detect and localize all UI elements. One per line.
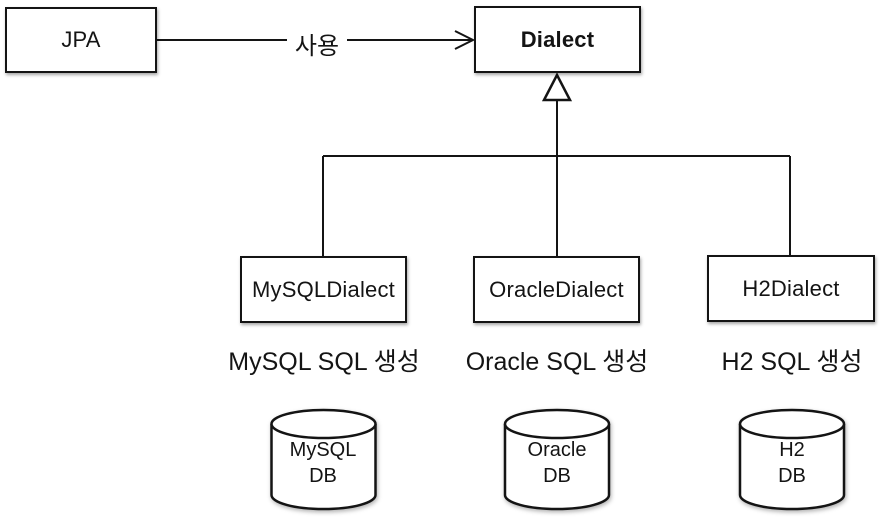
use-arrow xyxy=(157,30,476,50)
h2-sql-caption: H2 SQL 생성 xyxy=(721,348,863,376)
inheritance-triangle-icon xyxy=(541,72,573,102)
dialect-node: Dialect xyxy=(474,6,641,73)
mysql-db-cylinder-icon xyxy=(270,408,377,511)
h2-db-name: H2 xyxy=(779,439,805,461)
use-edge-label: 사용 xyxy=(289,26,345,61)
oracle-db-cylinder-icon xyxy=(503,408,611,511)
oracle-db-name: Oracle xyxy=(527,439,587,461)
mysql-sql-caption: MySQL SQL 생성 xyxy=(228,348,420,376)
inheritance-connector xyxy=(322,72,791,256)
jpa-node-label: JPA xyxy=(61,27,101,52)
h2-dialect-node: H2Dialect xyxy=(707,255,875,322)
use-arrowhead-icon xyxy=(454,30,476,50)
mysql-db-type: DB xyxy=(309,465,337,487)
oracle-dialect-node-label: OracleDialect xyxy=(489,276,624,302)
oracle-db-type: DB xyxy=(543,465,571,487)
oracle-dialect-node: OracleDialect xyxy=(473,256,640,323)
h2-db-type: DB xyxy=(778,465,806,487)
h2-db-cylinder-icon xyxy=(738,408,846,511)
mysql-db-label: MySQL DB xyxy=(263,437,383,489)
h2-db-label: H2 DB xyxy=(732,437,852,489)
oracle-sql-caption: Oracle SQL 생성 xyxy=(465,348,649,376)
oracle-db-label: Oracle DB xyxy=(497,437,617,489)
h2-dialect-node-label: H2Dialect xyxy=(742,275,840,301)
mysql-dialect-node: MySQLDialect xyxy=(240,256,407,323)
jpa-node: JPA xyxy=(5,7,157,73)
mysql-db-name: MySQL xyxy=(289,439,357,461)
mysql-dialect-node-label: MySQLDialect xyxy=(252,276,395,302)
dialect-node-label: Dialect xyxy=(520,26,595,52)
